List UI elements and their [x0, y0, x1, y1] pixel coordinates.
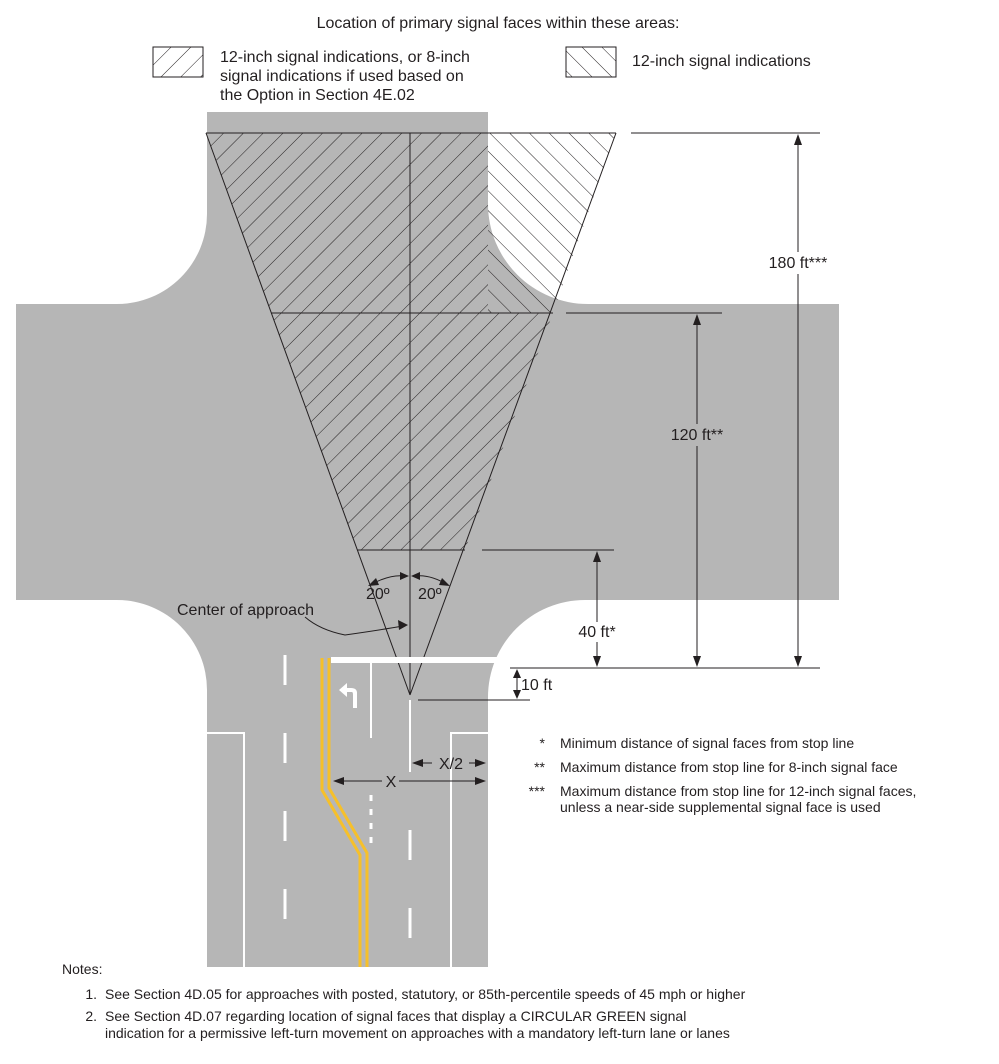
angle-label-right: 20º — [418, 586, 442, 603]
footnote-line: unless a near-side supplemental signal f… — [560, 799, 881, 815]
pavement-markings — [207, 655, 505, 967]
center-of-approach-label: Center of approach — [177, 602, 314, 619]
left-turn-arrow-icon — [339, 683, 357, 708]
note-text: See Section 4D.05 for approaches with po… — [97, 986, 745, 1003]
legend-label-12inch: 12-inch signal indications — [632, 53, 811, 70]
footnote-mark: * — [540, 735, 546, 751]
note-line: See Section 4D.05 for approaches with po… — [105, 986, 746, 1002]
note-item: 2. See Section 4D.07 regarding location … — [62, 1008, 982, 1042]
footnote-text: Maximum distance from stop line for 12-i… — [560, 783, 920, 815]
angle-label-left: 20º — [366, 586, 390, 603]
footnote-mark: ** — [534, 759, 545, 775]
dimension-x-half: X/2 — [439, 756, 463, 773]
footnotes: * Minimum distance of signal faces from … — [529, 735, 920, 815]
footnote-text: Maximum distance from stop line for 8-in… — [560, 759, 898, 775]
legend-label-8inch-line: the Option in Section 4E.02 — [220, 87, 415, 104]
legend-swatch-8inch — [152, 46, 204, 78]
note-line: indication for a permissive left-turn mo… — [105, 1025, 730, 1041]
legend-label-8inch: 12-inch signal indications, or 8-inch si… — [220, 49, 474, 104]
note-line: See Section 4D.07 regarding location of … — [105, 1008, 687, 1024]
zone-12inch-or-8inch — [206, 133, 553, 550]
stop-line — [331, 657, 505, 663]
note-number: 1. — [85, 986, 97, 1002]
notes-section: Notes: 1. See Section 4D.05 for approach… — [62, 961, 982, 1047]
footnote-text: Minimum distance of signal faces from st… — [560, 735, 854, 751]
note-item: 1. See Section 4D.05 for approaches with… — [62, 986, 982, 1003]
legend-label-8inch-line: signal indications if used based on — [220, 68, 464, 85]
footnote-mark: *** — [529, 783, 546, 799]
note-number: 2. — [85, 1008, 97, 1024]
dimension-x: X — [386, 774, 397, 791]
dimension-40ft: 40 ft* — [578, 624, 615, 641]
cone-of-vision — [205, 132, 617, 696]
legend-swatch-12inch — [565, 46, 617, 78]
notes-title: Notes: — [62, 961, 103, 977]
zone-12inch-only — [488, 133, 616, 313]
dimension-120ft: 120 ft** — [671, 427, 723, 444]
dimension-10ft: 10 ft — [521, 677, 553, 694]
note-text: See Section 4D.07 regarding location of … — [97, 1008, 730, 1042]
dimension-180ft: 180 ft*** — [769, 255, 828, 272]
dimension-arrowheads — [333, 134, 802, 785]
legend-heading: Location of primary signal faces within … — [317, 15, 680, 32]
legend-label-8inch-line: 12-inch signal indications, or 8-inch — [220, 49, 470, 66]
footnote-line: Maximum distance from stop line for 12-i… — [560, 783, 916, 799]
